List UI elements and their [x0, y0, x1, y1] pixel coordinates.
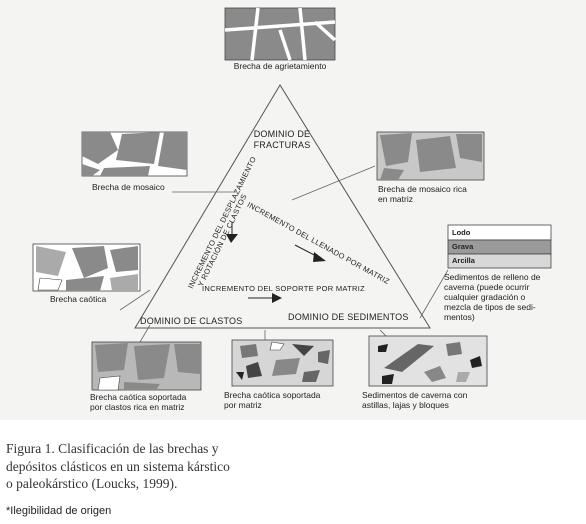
label-clastos-soportada: Brecha caótica soportada por clastos ric… — [90, 392, 186, 412]
footnote: *Ilegibilidad de origen — [6, 505, 112, 517]
arrow-bottom — [248, 293, 282, 303]
caption-line2: depósitos clásticos en un sistema kársti… — [6, 458, 230, 474]
label-matriz-soportada-line1: Brecha caótica soportada — [224, 390, 321, 400]
caption-line3: o paleokárstico (Loucks, 1999). — [6, 476, 178, 491]
leader-line — [419, 269, 449, 319]
label-sedimentos-caverna-line2: astillas, lajas y bloques — [362, 400, 449, 410]
stratum-lodo: Lodo — [452, 228, 471, 237]
stratum-grava: Grava — [452, 242, 474, 251]
stratum-arcilla: Arcilla — [452, 256, 475, 265]
image-mosaico — [81, 131, 188, 177]
label-relleno-line1: Sedimentos de relleno de — [444, 272, 541, 282]
image-agrietamiento — [224, 7, 337, 61]
breccia-classification-diagram — [32, 7, 552, 391]
label-matriz-soportada: Brecha caótica soportada por matriz — [224, 390, 320, 410]
ternary-triangle — [134, 84, 431, 329]
domain-fracturas-line2: FRACTURAS — [253, 140, 311, 150]
image-matriz-soportada — [231, 339, 334, 387]
label-relleno-line5: mentos) — [444, 312, 475, 322]
label-mosaico: Brecha de mosaico — [92, 182, 165, 192]
domain-fracturas-label: DOMINIO DE FRACTURAS — [240, 129, 324, 151]
caption-line1: Figura 1. Clasificación de las brechas y — [6, 441, 219, 456]
label-mosaico-rica: Brecha de mosaico rica en matriz — [378, 184, 467, 204]
figure-panel: Brecha de agrietamiento DOMINIO DE FRACT… — [0, 0, 586, 420]
axis-bottom-label: INCREMENTO DEL SOPORTE POR MATRIZ — [202, 284, 365, 293]
label-mosaico-rica-line2: en matriz — [378, 194, 413, 204]
label-sedimentos-caverna: Sedimentos de caverna con astillas, laja… — [362, 390, 467, 410]
image-caotica — [32, 243, 141, 292]
label-mosaico-rica-line1: Brecha de mosaico rica — [378, 184, 467, 194]
image-mosaico-rica — [376, 131, 485, 181]
label-relleno: Sedimentos de relleno de caverna (puede … — [444, 272, 540, 322]
image-estratos — [447, 224, 552, 269]
domain-sedimentos-label: DOMINIO DE SEDIMENTOS — [288, 312, 409, 322]
label-relleno-line3: cualquier gradación o — [444, 292, 526, 302]
label-sedimentos-caverna-line1: Sedimentos de caverna con — [362, 390, 468, 400]
label-relleno-line2: caverna (puede ocurrir — [444, 282, 530, 292]
figure-caption: Figura 1. Clasificación de las brechas y… — [6, 440, 306, 493]
label-agrietamiento: Brecha de agrietamiento — [233, 61, 327, 71]
label-matriz-soportada-line2: por matriz — [224, 400, 262, 410]
label-caotica: Brecha caótica — [50, 294, 107, 304]
label-relleno-line4: mezcla de tipos de sedi- — [444, 302, 536, 312]
leader-line — [291, 165, 376, 201]
label-clastos-soportada-line1: Brecha caótica soportada — [90, 392, 187, 402]
leader-line — [139, 324, 151, 343]
domain-clastos-label: DOMINIO DE CLASTOS — [140, 316, 243, 326]
image-clastos-soportada — [91, 341, 202, 391]
arrow-right — [294, 244, 326, 262]
domain-fracturas-line1: DOMINIO DE — [253, 129, 311, 139]
label-clastos-soportada-line2: por clastos rica en matriz — [90, 402, 185, 412]
image-sedimentos-caverna — [368, 335, 488, 387]
arrow-left — [226, 222, 238, 243]
leader-line — [119, 289, 151, 311]
